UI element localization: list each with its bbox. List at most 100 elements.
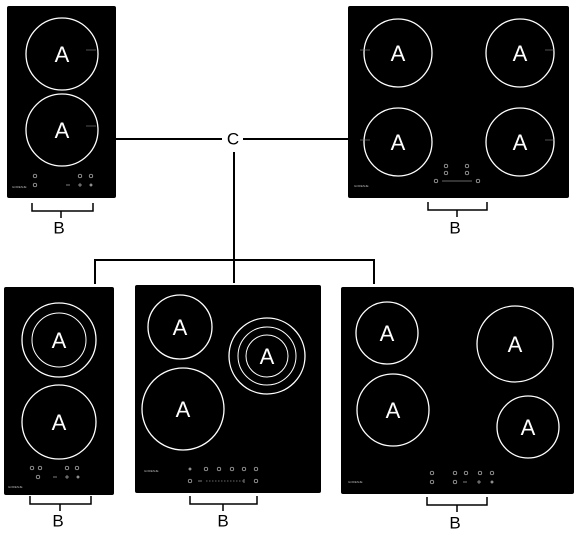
- cooktop-3-zone-bottom: A A A GORENJE: [135, 285, 321, 493]
- lock-button[interactable]: [32, 182, 38, 188]
- cooking-zone-label: A: [55, 42, 70, 67]
- zone-select-button[interactable]: [37, 465, 43, 471]
- cooking-zone-label: A: [260, 344, 275, 369]
- control-panel-label: B: [53, 218, 64, 237]
- cooking-zone: [485, 107, 555, 177]
- callout-bracket: [427, 202, 488, 211]
- power-button[interactable]: [433, 178, 439, 184]
- cooking-zone: [21, 302, 97, 378]
- cooking-zone-label: A: [521, 415, 536, 440]
- zone-select-button[interactable]: [477, 470, 483, 476]
- cooking-zone: [25, 93, 99, 167]
- cooktop-2-zone-top: A A GORENJE: [7, 6, 116, 198]
- cooking-zone-label: A: [173, 315, 188, 340]
- control-panel-callouts: B B B B B: [29, 202, 488, 532]
- timer-button[interactable]: [89, 183, 93, 187]
- cooking-zone: [485, 18, 555, 88]
- callout-bracket: [31, 203, 94, 212]
- cooking-zone-label: A: [391, 41, 406, 66]
- cooktop-surface: [341, 287, 574, 494]
- power-button[interactable]: [187, 478, 193, 484]
- control-panel[interactable]: [433, 163, 481, 184]
- zone-select-button[interactable]: [452, 470, 458, 476]
- lock-button[interactable]: [35, 474, 41, 480]
- cooking-zone-label: A: [513, 130, 528, 155]
- cooking-zone: [25, 17, 99, 91]
- brand-logo: GORENJE: [8, 485, 23, 489]
- cooking-zone: [363, 107, 433, 177]
- cooking-zone: [476, 305, 554, 383]
- cooking-zone-label: A: [391, 130, 406, 155]
- cooking-zone-label: A: [176, 397, 191, 422]
- cooking-zone: [141, 367, 225, 451]
- cooktop-surface: [7, 6, 116, 198]
- cooking-zone: [496, 395, 560, 459]
- timer-button[interactable]: [489, 470, 495, 476]
- control-panel[interactable]: [187, 466, 259, 484]
- timer-button[interactable]: [74, 465, 80, 471]
- power-button[interactable]: [429, 479, 435, 485]
- cooking-zone: [228, 317, 306, 395]
- zone-select-button[interactable]: [443, 170, 449, 176]
- timer-plus-button[interactable]: [253, 466, 259, 472]
- cooking-zone-label: A: [380, 321, 395, 346]
- cooking-zone-label: A: [386, 398, 401, 423]
- zone-select-button[interactable]: [216, 466, 222, 472]
- zone-select-button[interactable]: [464, 163, 470, 169]
- zone-select-button[interactable]: [464, 170, 470, 176]
- brand-logo: GORENJE: [348, 480, 363, 484]
- control-panel[interactable]: [32, 173, 94, 188]
- lock-button[interactable]: [253, 478, 259, 484]
- timer-plus-button[interactable]: [76, 475, 80, 479]
- zone-select-button[interactable]: [463, 470, 469, 476]
- cooking-zone-label: A: [513, 41, 528, 66]
- callout-bracket: [189, 496, 258, 505]
- cooking-zone: [21, 384, 97, 460]
- control-panel-label: B: [52, 511, 63, 530]
- zone-select-button[interactable]: [77, 173, 83, 179]
- control-panel[interactable]: [29, 465, 80, 480]
- power-button[interactable]: [32, 173, 38, 179]
- brand-logo: GORENJE: [354, 184, 369, 188]
- cooking-zone: [355, 301, 419, 365]
- cooktop-surface: [135, 285, 321, 493]
- zone-select-button[interactable]: [203, 466, 209, 472]
- indicator: [188, 467, 192, 471]
- cooking-zone-inner-ring: [31, 312, 87, 368]
- cooking-zone-label: A: [508, 332, 523, 357]
- control-panel-label: B: [449, 513, 460, 532]
- cooktop-2-zone-bottom: A A GORENJE: [4, 287, 114, 495]
- cooking-zone-inner-ring: [245, 334, 289, 378]
- timer-plus-button[interactable]: [490, 480, 494, 484]
- control-panel-label: B: [449, 218, 460, 237]
- control-panel-label: B: [217, 511, 228, 530]
- callout-bracket: [426, 497, 488, 506]
- lock-button[interactable]: [452, 479, 458, 485]
- lock-button[interactable]: [475, 178, 481, 184]
- cooktop-4-zone-top: A A A A GORENJE: [348, 6, 569, 198]
- zone-select-button[interactable]: [229, 466, 235, 472]
- connector-lines: [94, 138, 375, 284]
- control-panel[interactable]: [429, 470, 495, 485]
- callout-bracket: [29, 496, 92, 505]
- zone-select-button[interactable]: [64, 465, 70, 471]
- zone-select-button[interactable]: [88, 173, 94, 179]
- zone-select-button[interactable]: [443, 163, 449, 169]
- power-button[interactable]: [29, 465, 35, 471]
- cooktop-surface: [4, 287, 114, 495]
- cooktop-surface: [348, 6, 569, 198]
- cooking-zone-inner-ring: [237, 326, 297, 386]
- zone-select-button[interactable]: [429, 470, 435, 476]
- cooking-zone-label: A: [52, 410, 67, 435]
- cooking-zone: [147, 294, 213, 360]
- connector-label: C: [227, 129, 239, 148]
- cooking-zone-label: A: [55, 118, 70, 143]
- cooking-zone: [356, 373, 430, 447]
- timer-button[interactable]: [241, 466, 247, 472]
- cooking-zone: [363, 18, 433, 88]
- brand-logo: GORENJE: [144, 469, 159, 473]
- brand-logo: GORENJE: [12, 185, 27, 189]
- cooking-zone-label: A: [52, 328, 67, 353]
